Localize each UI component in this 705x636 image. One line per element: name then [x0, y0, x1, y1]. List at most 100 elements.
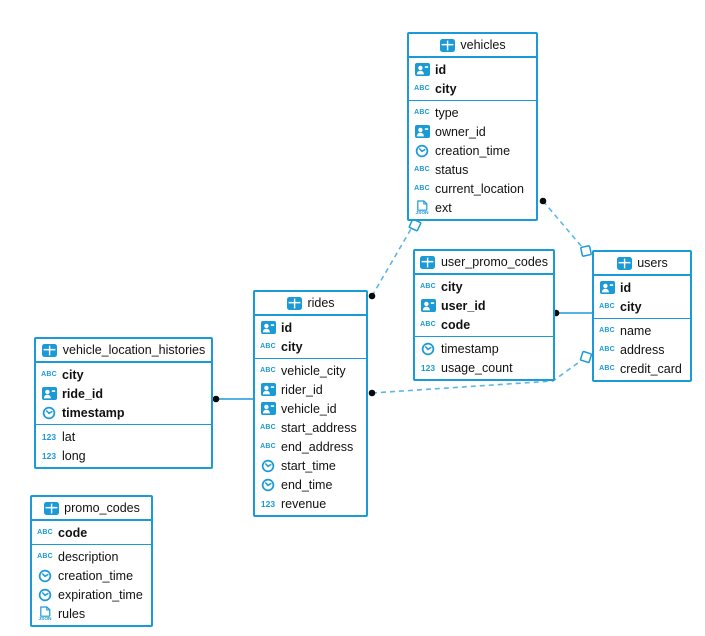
relationship-endpoint-dot — [539, 197, 547, 205]
field-row[interactable]: id — [409, 60, 536, 79]
field-row[interactable]: timestamp — [415, 339, 553, 358]
field-row[interactable]: end_time — [255, 475, 366, 494]
time-type-icon — [260, 459, 276, 473]
text-type-icon: ABC — [260, 443, 276, 450]
field-row[interactable]: vehicle_id — [255, 399, 366, 418]
table-header[interactable]: users — [594, 252, 690, 276]
table-header[interactable]: rides — [255, 292, 366, 316]
table-icon — [439, 38, 455, 52]
field-name: timestamp — [62, 405, 125, 420]
field-name: vehicle_city — [281, 363, 346, 378]
field-row[interactable]: id — [255, 318, 366, 337]
relationship-line[interactable] — [542, 200, 583, 248]
table-header[interactable]: vehicle_location_histories — [36, 339, 211, 363]
table-name: vehicle_location_histories — [62, 343, 206, 357]
relationship-rides-vehicles[interactable] — [368, 218, 422, 300]
field-name: description — [58, 549, 119, 564]
field-name: creation_time — [58, 568, 134, 583]
time-type-icon — [414, 144, 430, 158]
relationship-user_promo_codes-users[interactable] — [552, 309, 592, 317]
field-row[interactable]: JSON ext — [409, 198, 536, 217]
relationship-vehicles-users[interactable] — [539, 197, 592, 257]
svg-text:JSON: JSON — [415, 210, 429, 215]
text-type-icon: ABC — [414, 166, 430, 173]
relationship-line[interactable] — [371, 228, 412, 297]
field-row[interactable]: rider_id — [255, 380, 366, 399]
field-row[interactable]: expiration_time — [32, 585, 151, 604]
field-row[interactable]: creation_time — [32, 566, 151, 585]
field-name: id — [281, 320, 293, 335]
field-row[interactable]: id — [594, 278, 690, 297]
user-id-icon — [420, 299, 436, 312]
field-row[interactable]: creation_time — [409, 141, 536, 160]
json-type-icon: JSON — [414, 200, 430, 215]
number-type-icon: 123 — [420, 362, 436, 373]
field-name: code — [441, 317, 471, 332]
field-name: rider_id — [281, 382, 323, 397]
relationship-rides-users[interactable] — [368, 350, 593, 397]
text-type-icon: ABC — [599, 346, 615, 353]
field-name: timestamp — [441, 341, 499, 356]
field-name: city — [435, 81, 457, 96]
relationship-vehicle_location_histories-rides[interactable] — [212, 395, 253, 403]
field-name: id — [620, 280, 632, 295]
table-header[interactable]: user_promo_codes — [415, 251, 553, 275]
user-id-icon — [260, 321, 276, 334]
field-row[interactable]: owner_id — [409, 122, 536, 141]
user-id-icon — [260, 402, 276, 415]
field-row[interactable]: start_time — [255, 456, 366, 475]
field-name: type — [435, 105, 459, 120]
field-name: status — [435, 162, 469, 177]
field-name: city — [281, 339, 303, 354]
field-name: end_time — [281, 477, 333, 492]
relationship-line[interactable] — [371, 359, 583, 394]
svg-text:JSON: JSON — [38, 616, 52, 621]
user-id-icon — [41, 387, 57, 400]
field-name: ext — [435, 200, 452, 215]
table-header[interactable]: promo_codes — [32, 497, 151, 521]
table-icon — [286, 296, 302, 310]
field-row[interactable]: ABC status — [409, 160, 536, 179]
field-name: user_id — [441, 298, 486, 313]
field-row[interactable]: ride_id — [36, 384, 211, 403]
field-name: city — [441, 279, 463, 294]
table-icon — [616, 256, 632, 270]
field-row[interactable]: timestamp — [36, 403, 211, 422]
field-name: name — [620, 323, 652, 338]
field-row[interactable]: user_id — [415, 296, 553, 315]
field-name: code — [58, 525, 88, 540]
table-header[interactable]: vehicles — [409, 34, 536, 58]
field-name: owner_id — [435, 124, 486, 139]
